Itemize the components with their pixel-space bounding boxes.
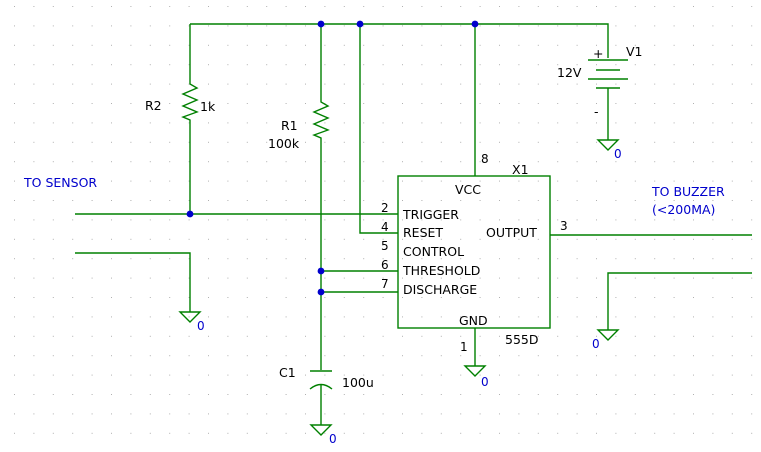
ground-label-ic: 0 — [481, 375, 489, 389]
pin-number-trigger: 2 — [381, 201, 389, 215]
c1-value-label: 100u — [342, 375, 374, 390]
battery-v1[interactable] — [588, 59, 628, 89]
pin-number-gnd: 1 — [460, 340, 468, 354]
ic-555[interactable] — [397, 175, 551, 329]
ic-trigger-label: TRIGGER — [402, 207, 459, 222]
r1-value-label: 100k — [268, 136, 300, 151]
wires — [75, 23, 752, 425]
junction-dot — [186, 210, 194, 218]
battery-ref-label: V1 — [626, 44, 643, 59]
c1-ref-label: C1 — [279, 365, 296, 380]
ic-part-label: 555D — [505, 332, 538, 347]
junction-dot — [317, 20, 325, 28]
battery-minus-sign: - — [594, 104, 599, 119]
ic-discharge-label: DISCHARGE — [403, 282, 477, 297]
junction-dot — [356, 20, 364, 28]
pin-number-output: 3 — [560, 219, 568, 233]
ground-label-sensor: 0 — [197, 319, 205, 333]
resistor-r1[interactable] — [312, 97, 330, 140]
junction-dot — [471, 20, 479, 28]
r2-ref-label: R2 — [145, 98, 162, 113]
ground-symbol-sensor — [178, 311, 202, 323]
pin-number-threshold: 6 — [381, 258, 389, 272]
ground-symbol-cap — [309, 424, 333, 436]
ground-symbol-ic — [463, 365, 487, 377]
junction-dots — [186, 20, 479, 296]
ic-reset-label: RESET — [403, 225, 443, 240]
ground-symbol-battery — [596, 139, 620, 151]
battery-plus-sign: + — [593, 46, 603, 61]
to-sensor-label: TO SENSOR — [23, 175, 97, 190]
junction-dot — [317, 288, 325, 296]
ground-label-cap: 0 — [329, 432, 337, 446]
background-grid — [14, 6, 753, 434]
ground-symbol-buzzer — [596, 329, 620, 341]
ic-control-label: CONTROL — [403, 244, 464, 259]
ic-vcc-label: VCC — [455, 182, 481, 197]
battery-value-label: 12V — [557, 65, 582, 80]
r2-value-label: 1k — [200, 99, 216, 114]
ground-label-buzzer: 0 — [592, 337, 600, 351]
to-buzzer-label: TO BUZZER — [651, 184, 725, 199]
r1-ref-label: R1 — [281, 118, 298, 133]
buzzer-current-label: (<200MA) — [652, 202, 715, 217]
ic-gnd-label: GND — [459, 313, 488, 328]
pin-number-reset: 4 — [381, 220, 389, 234]
resistor-r2[interactable] — [181, 78, 199, 122]
capacitor-c1[interactable] — [309, 370, 333, 390]
ic-threshold-label: THRESHOLD — [402, 263, 480, 278]
ic-output-label: OUTPUT — [486, 225, 537, 240]
junction-dot — [317, 267, 325, 275]
ground-label-battery: 0 — [614, 147, 622, 161]
pin-number-control: 5 — [381, 239, 389, 253]
ic-ref-label: X1 — [512, 162, 529, 177]
pin-number-vcc: 8 — [481, 152, 489, 166]
pin-number-discharge: 7 — [381, 277, 389, 291]
